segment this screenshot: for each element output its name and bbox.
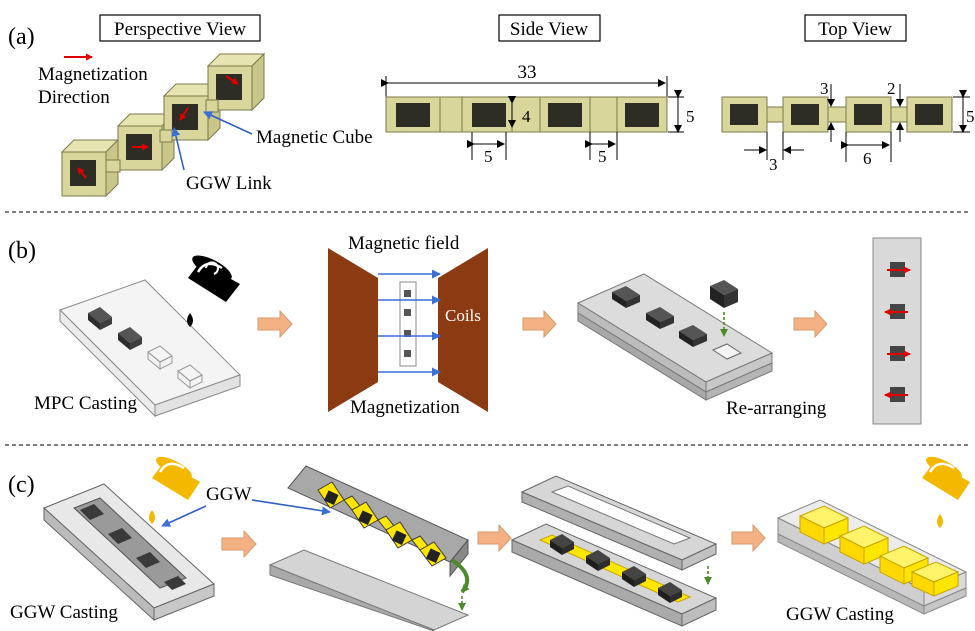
perspective-cube-1: [60, 138, 120, 198]
side-view-box: [498, 14, 601, 42]
ggw-casting-left-label: GGW Casting: [10, 602, 118, 623]
drop-icon: [187, 313, 193, 327]
lifted-mold: [287, 465, 469, 578]
side-total-value: 33: [518, 62, 537, 83]
gold-drop-left-icon: [149, 510, 155, 524]
ggw-link-1: [105, 159, 121, 173]
ggw-link-3: [205, 99, 219, 113]
arranged-top-view: [872, 237, 922, 425]
legend-line2: Direction: [38, 87, 110, 108]
assembly-frame-top: [520, 475, 718, 571]
step-arrow-b2-icon: [522, 309, 557, 339]
ggw-link-label: GGW Link: [186, 173, 272, 194]
gold-bucket-right-icon: [922, 456, 970, 528]
perspective-view-box: [99, 14, 261, 42]
magnetization-label: Magnetization: [350, 397, 460, 418]
ggw-link-pointer: [171, 127, 185, 171]
ggw-pointer-right: [251, 499, 331, 516]
top-view-box: [804, 14, 907, 42]
step-arrow-b3-icon: [793, 309, 828, 339]
coil-left: [328, 248, 378, 412]
coils-label: Coils: [445, 306, 481, 325]
side-height-value: 4: [522, 107, 531, 126]
mpc-casting-label: MPC Casting: [34, 393, 137, 414]
final-casting: [776, 499, 968, 615]
ggw-pointer-left: [161, 505, 207, 527]
step-arrow-c2-icon: [477, 523, 512, 553]
legend-line1: Magnetization: [38, 64, 148, 85]
sample-holder: [399, 281, 417, 367]
magnetic-cube-label: Magnetic Cube: [256, 127, 373, 148]
top-outer-value: 5: [966, 107, 975, 126]
re-arranging-label: Re-arranging: [726, 398, 827, 419]
coil-right: [438, 248, 488, 412]
perspective-chain: [60, 52, 266, 198]
gold-bucket-left-icon: [149, 456, 200, 524]
rotate-arrow-icon: [450, 558, 470, 594]
step-arrow-c1-icon: [221, 529, 257, 559]
assembly-base: [510, 523, 718, 627]
side-gap-value: 5: [598, 147, 607, 166]
pour-bucket-icon: [187, 255, 240, 327]
top-link-value: 3: [769, 155, 778, 174]
perspective-view-title: Perspective View: [114, 19, 246, 40]
bottom-plate: [268, 549, 470, 631]
panel-b-label: (b): [8, 238, 36, 264]
ggw-link-2: [159, 129, 173, 143]
side-outer-value: 5: [686, 107, 695, 126]
perspective-cube-4: [206, 52, 266, 112]
side-cube-value: 5: [484, 147, 493, 166]
mpc-mold: [59, 279, 241, 418]
top-cube-value: 6: [863, 149, 872, 168]
step-arrow-c3-icon: [731, 523, 766, 553]
top-b-value: 2: [887, 79, 896, 98]
top-view-chain: [721, 96, 953, 133]
rearranging-tray: [576, 273, 774, 401]
magnetizer: [328, 248, 488, 412]
side-view-bar: [385, 96, 668, 133]
gold-drop-right-icon: [937, 514, 943, 528]
panel-a-label: (a): [8, 24, 35, 50]
step-arrow-b1-icon: [257, 309, 293, 339]
magnetic-cube-pointer: [203, 111, 253, 135]
ggw-label: GGW: [206, 484, 251, 505]
side-view-title: Side View: [510, 19, 588, 40]
ggw-casting-right-label: GGW Casting: [786, 604, 894, 625]
top-view-title: Top View: [818, 19, 892, 40]
top-a-value: 3: [820, 79, 829, 98]
ggw-mold-left: [43, 483, 215, 622]
panel-c-label: (c): [8, 472, 35, 498]
magnetic-field-label: Magnetic field: [348, 233, 460, 254]
